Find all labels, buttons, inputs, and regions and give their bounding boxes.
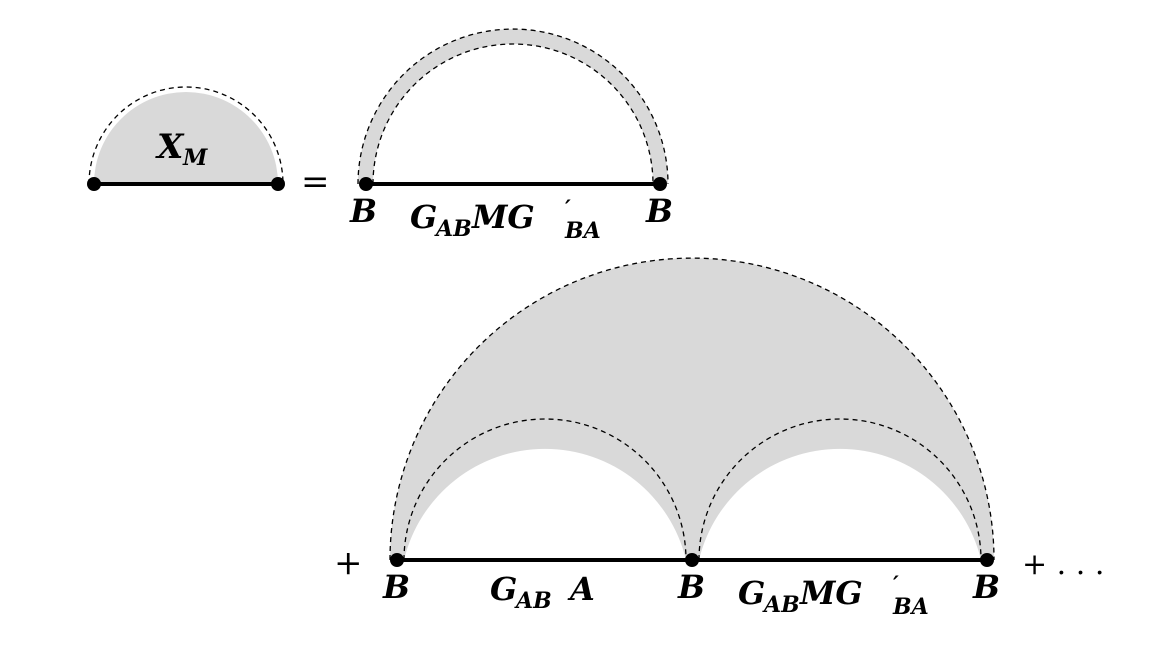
term2-node-mid-label: B xyxy=(677,568,705,606)
term2-node-right xyxy=(980,553,994,567)
term2-edge2-g: G xyxy=(738,574,765,612)
term2-edge2-mg: MG xyxy=(799,574,863,612)
term2-node-right-label: B xyxy=(972,568,1000,606)
term2-dashed-outer-arc xyxy=(389,257,995,561)
term2-node-mid xyxy=(685,553,699,567)
lhs-shaded-half-disc xyxy=(94,92,278,184)
term1-dashed-inner-arc xyxy=(372,43,654,185)
term1-node-right-label: B xyxy=(645,192,673,230)
lhs-label-x: X xyxy=(155,127,185,167)
term1-node-left-label: B xyxy=(349,192,377,230)
term2-edge1-sub-ab: AB xyxy=(514,588,552,614)
term1-dashed-outer-arc xyxy=(357,28,669,185)
term1-edge-sub-ba: BA xyxy=(564,218,601,244)
term1-node-left xyxy=(359,177,373,191)
term1-node-right xyxy=(653,177,667,191)
term1-diagram: B B G AB MG ′ BA xyxy=(349,28,673,244)
lhs-xm-diagram: X M xyxy=(87,86,285,191)
term1-edge-label: G AB MG ′ BA xyxy=(410,196,601,244)
term2-dashed-inner-arc-right xyxy=(698,418,982,561)
term1-edge-mg: MG xyxy=(471,198,535,236)
term2-shaded-region xyxy=(390,258,994,560)
term1-shaded-band xyxy=(358,29,668,185)
lhs-dashed-outer-arc xyxy=(88,86,284,185)
equals-sign: = xyxy=(301,162,330,202)
term2-diagram: B B B G AB A G AB MG ′ BA xyxy=(382,257,1000,620)
term2-edge1-a: A xyxy=(567,570,595,608)
lhs-node-left xyxy=(87,177,101,191)
term2-node-left-label: B xyxy=(382,568,410,606)
term1-edge-sub-ab: AB xyxy=(434,216,472,242)
term2-node-left xyxy=(390,553,404,567)
term2-edge2-prime: ′ xyxy=(893,572,899,598)
lhs-node-right xyxy=(271,177,285,191)
term1-edge-prime: ′ xyxy=(565,196,571,222)
term2-edge1-g: G xyxy=(490,570,517,608)
term2-edge2-sub-ab: AB xyxy=(762,592,800,618)
term1-edge-g: G xyxy=(410,198,437,236)
term2-edge2-label: G AB MG ′ BA xyxy=(738,572,929,620)
term2-edge2-sub-ba: BA xyxy=(892,594,929,620)
lhs-label-x-sub: M xyxy=(182,145,208,171)
term2-edge1-label: G AB A xyxy=(490,570,595,614)
trailing-ellipsis: + . . . xyxy=(1022,547,1104,582)
term2-dashed-inner-arc-left xyxy=(403,418,687,561)
plus-sign: + xyxy=(334,543,363,583)
